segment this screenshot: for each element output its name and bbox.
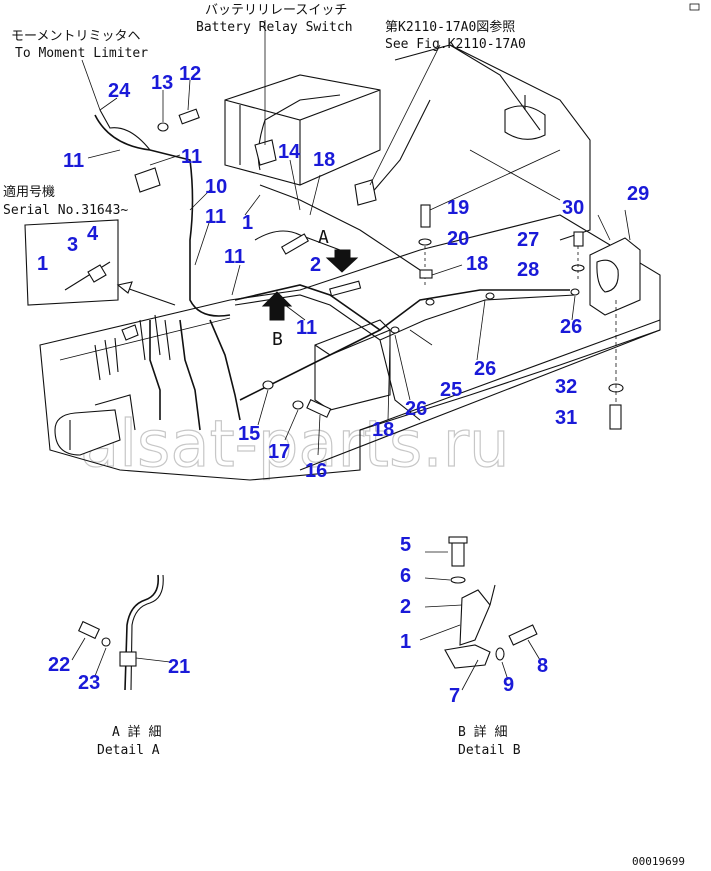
moment-limiter-label-en: To Moment Limiter (15, 46, 148, 61)
callout-30: 30 (562, 197, 584, 219)
detail-a-drawing (71, 574, 171, 691)
callout-11-d: 11 (224, 246, 245, 268)
callout-1-main: 1 (242, 212, 253, 234)
callout-28: 28 (517, 259, 539, 281)
battery-relay-label-jp: バッテリリレースイッチ (205, 3, 347, 18)
callout-8: 8 (537, 655, 548, 677)
detail-b-label-jp: B 詳 細 (458, 724, 507, 740)
callout-26-b: 26 (474, 358, 496, 380)
see-fig-label-en: See Fig.K2110-17A0 (385, 37, 526, 52)
corner-mark (689, 3, 700, 11)
detail-a-label-jp: A 詳 細 (112, 724, 161, 740)
serial-label-jp: 適用号機 (3, 184, 55, 200)
callout-11-a: 11 (63, 150, 84, 172)
callout-7: 7 (449, 685, 460, 707)
callout-4: 4 (87, 223, 99, 245)
callout-22: 22 (48, 654, 70, 676)
callout-20: 20 (447, 228, 469, 250)
serial-label-en: Serial No.31643~ (3, 203, 128, 218)
callout-5: 5 (400, 534, 411, 556)
callout-25: 25 (440, 379, 462, 401)
see-fig-label-jp: 第K2110-17A0図参照 (385, 19, 515, 35)
callout-6: 6 (400, 565, 411, 587)
battery-relay-label-en: Battery Relay Switch (196, 20, 353, 35)
callout-2-detail-b: 2 (400, 596, 411, 618)
view-b-label: B (272, 329, 283, 350)
callout-14: 14 (278, 141, 301, 163)
callout-18-b: 18 (466, 253, 488, 275)
callout-2-main: 2 (310, 254, 321, 276)
callout-26-c: 26 (405, 398, 427, 420)
callout-9: 9 (503, 674, 514, 696)
moment-limiter-label-jp: モーメントリミッタヘ (11, 29, 140, 44)
callout-29: 29 (627, 183, 649, 205)
callout-18-a: 18 (313, 149, 335, 171)
callout-19: 19 (447, 197, 469, 219)
callout-27: 27 (517, 229, 539, 251)
callout-11-c: 11 (205, 206, 226, 228)
main-assembly-drawing (24, 20, 661, 481)
detail-b-label-en: Detail B (458, 743, 521, 758)
callout-11-e: 11 (296, 317, 317, 339)
callout-21: 21 (168, 656, 190, 678)
watermark: alsat-parts.ru (80, 408, 510, 482)
callout-15: 15 (238, 423, 260, 445)
detail-a-label-en: Detail A (97, 743, 160, 758)
callout-3: 3 (67, 234, 78, 256)
callout-17: 17 (268, 441, 290, 463)
view-a-label: A (318, 227, 329, 248)
callout-1-detail-b: 1 (400, 631, 411, 653)
callout-1-inset: 1 (37, 253, 48, 275)
callout-31: 31 (555, 407, 577, 429)
callout-18-c: 18 (372, 419, 394, 441)
detail-b-drawing (419, 536, 541, 691)
drawing-number: 00019699 (632, 855, 685, 868)
callout-16: 16 (305, 460, 327, 482)
callout-13: 13 (151, 72, 173, 94)
callout-12: 12 (179, 63, 201, 85)
callout-26-a: 26 (560, 316, 582, 338)
callout-11-b: 11 (181, 146, 202, 168)
callout-10: 10 (205, 176, 227, 198)
callout-23: 23 (78, 672, 100, 694)
callout-24: 24 (108, 80, 131, 102)
callout-32: 32 (555, 376, 577, 398)
